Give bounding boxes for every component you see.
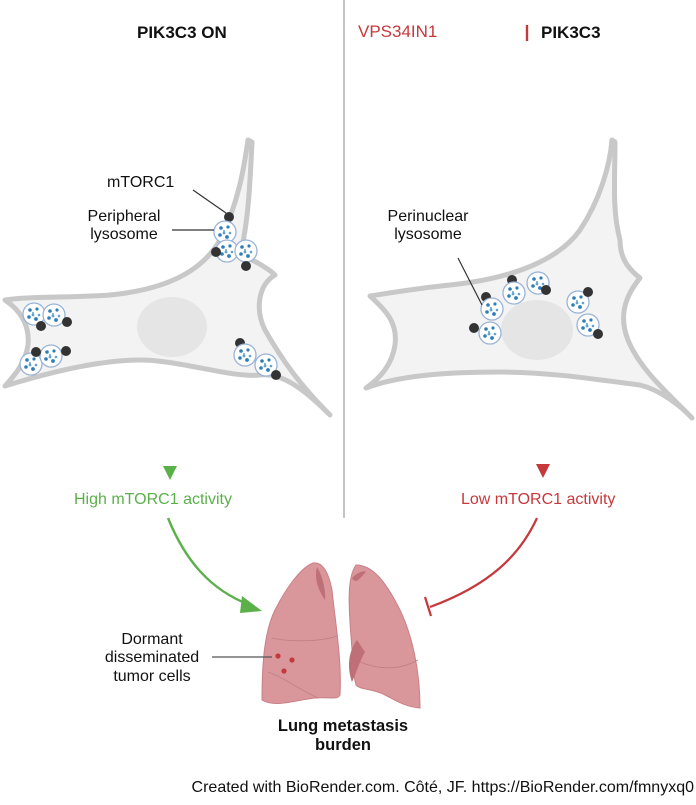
inhibition-curve-arrow-icon — [423, 517, 538, 617]
activation-curve-arrow-icon — [166, 517, 262, 613]
mtorc1-label: mTORC1 — [107, 174, 175, 191]
dtc-label-line1: Dormant — [121, 631, 183, 648]
activation-arrow-down-icon — [163, 395, 177, 480]
inhibition-arrow-down-icon — [536, 395, 550, 478]
peripheral-lysosome-label: Peripheral lysosome — [78, 208, 170, 245]
vps34in1-inhibits-pik3c3-icon — [458, 25, 529, 41]
perinuclear-lysosome-label-line2: lysosome — [394, 226, 462, 244]
high-mtorc1-activity-label: High mTORC1 activity — [74, 491, 232, 508]
perinuclear-lysosome-callout-line — [457, 257, 483, 306]
low-mtorc1-activity-label: Low mTORC1 activity — [461, 491, 616, 508]
tumor-cell-dot — [289, 657, 295, 663]
lungs-icon — [261, 562, 421, 709]
perinuclear-lysosomes — [469, 271, 603, 345]
perinuclear-lysosome-label: Perinuclear lysosome — [380, 208, 476, 245]
left-panel-title: PIK3C3 ON — [137, 23, 227, 42]
dtc-label-line3: tumor cells — [113, 667, 191, 685]
target-label: PIK3C3 — [541, 23, 601, 42]
inhibitor-label: VPS34IN1 — [358, 22, 438, 41]
perinuclear-lysosome-label-line1: Perinuclear — [387, 208, 469, 225]
mtorc1-callout-line — [192, 189, 227, 214]
dtc-label: Dormant disseminated tumor cells — [90, 631, 214, 686]
title-line2: burden — [315, 735, 371, 754]
tumor-cell-dot — [281, 668, 287, 674]
nucleus-right — [501, 300, 573, 360]
peripheral-lysosome-label-line2: lysosome — [90, 226, 158, 244]
dtc-label-line2: disseminated — [104, 649, 200, 667]
peripheral-lysosomes — [19, 212, 281, 380]
peripheral-lysosome-label-line1: Peripheral — [87, 208, 161, 225]
tumor-cell-dot — [275, 653, 281, 659]
title-line1: Lung metastasis — [277, 717, 409, 735]
lung-metastasis-burden-title: Lung metastasis burden — [248, 717, 438, 755]
biorender-credit: Created with BioRender.com. Côté, JF. ht… — [191, 779, 694, 796]
nucleus-left — [137, 297, 207, 357]
